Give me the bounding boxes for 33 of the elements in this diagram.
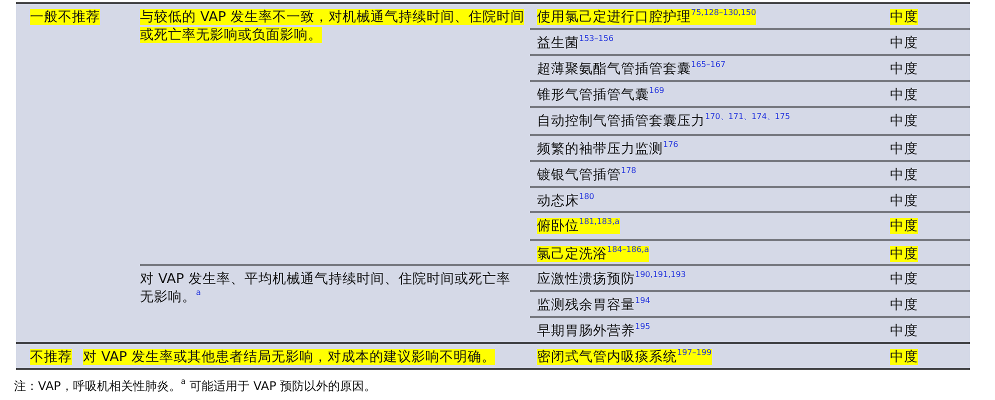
quality-rating: 中度 xyxy=(890,166,918,184)
quality-rating: 中度 xyxy=(890,86,918,104)
intervention-name: 使用氯己定进行口腔护理$^{75,128–130,150}$ xyxy=(537,8,756,26)
intervention-name: 密闭式气管内吸痰系统$^{197–199}$ xyxy=(537,348,712,366)
intervention-name: 早期胃肠外营养$^{195}$ xyxy=(537,322,650,340)
quality-rating: 中度 xyxy=(890,8,918,26)
quality-rating: 中度 xyxy=(890,34,918,52)
quality-rating: 中度 xyxy=(890,270,918,288)
quality-rating: 中度 xyxy=(890,348,918,366)
recommendation-level: 不推荐 xyxy=(30,348,72,366)
intervention-name: 氯己定洗浴$^{184–186,a}$ xyxy=(537,245,649,263)
intervention-name: 益生菌$^{153–156}$ xyxy=(537,34,614,52)
intervention-name: 镀银气管插管$^{178}$ xyxy=(537,166,636,184)
quality-rating: 中度 xyxy=(890,296,918,314)
quality-rating: 中度 xyxy=(890,112,918,130)
quality-rating: 中度 xyxy=(890,140,918,158)
intervention-name: 频繁的袖带压力监测$^{176}$ xyxy=(537,140,678,158)
intervention-name: 自动控制气管插管套囊压力$^{170、171、174、175}$ xyxy=(537,112,790,130)
quality-rating: 中度 xyxy=(890,217,918,235)
quality-rating: 中度 xyxy=(890,60,918,78)
recommendation-level: 一般不推荐 xyxy=(30,8,100,26)
intervention-name: 俯卧位$^{181,183,a}$ xyxy=(537,217,620,235)
footnote: 注：VAP，呼吸机相关性肺炎。$^{a}$ 可能适用于 VAP 预防以外的原因。 xyxy=(14,377,376,395)
evidence-summary: 对 VAP 发生率或其他患者结局无影响，对成本的建议影响不明确。 xyxy=(83,348,496,366)
quality-rating: 中度 xyxy=(890,192,918,210)
quality-rating: 中度 xyxy=(890,322,918,340)
intervention-name: 超薄聚氨酯气管插管套囊$^{165–167}$ xyxy=(537,60,726,78)
intervention-name: 监测残余胃容量$^{194}$ xyxy=(537,296,650,314)
evidence-summary: 对 VAP 发生率、平均机械通气持续时间、住院时间或死亡率无影响。$^{a}$ xyxy=(140,270,512,306)
quality-rating: 中度 xyxy=(890,245,918,263)
intervention-name: 应激性溃疡预防$^{190,191,193}$ xyxy=(537,270,686,288)
intervention-name: 动态床$^{180}$ xyxy=(537,192,594,210)
intervention-name: 锥形气管插管气囊$^{169}$ xyxy=(537,86,664,104)
